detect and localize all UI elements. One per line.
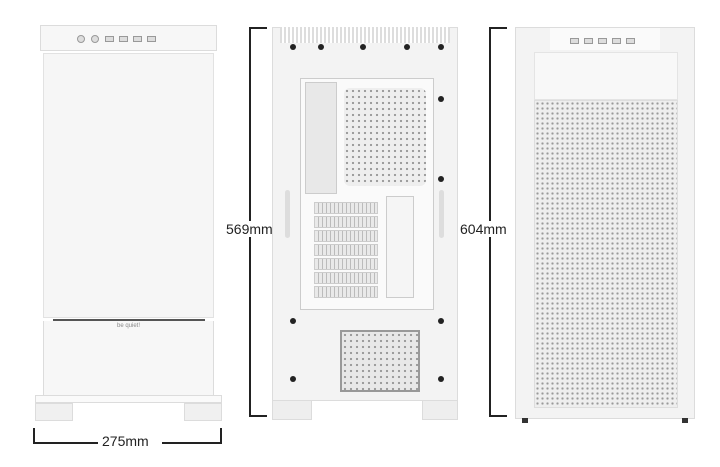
- right-foot: [422, 400, 458, 420]
- screw: [438, 44, 444, 50]
- screw: [438, 376, 444, 382]
- upper-front-panel: [534, 52, 678, 100]
- io-port: [133, 36, 142, 42]
- base: [35, 395, 222, 403]
- width-dimension-label: 275mm: [100, 433, 151, 449]
- expansion-slot: [314, 230, 378, 242]
- right-handle: [439, 190, 444, 238]
- io-port: [612, 38, 621, 44]
- right-foot: [184, 403, 222, 421]
- left-foot: [272, 400, 312, 420]
- brand-logo: be quiet!: [116, 323, 141, 329]
- total-height-dimension-label: 604mm: [458, 221, 509, 237]
- width-dimension-tick: [220, 428, 222, 444]
- expansion-slot: [314, 244, 378, 256]
- left-foot: [35, 403, 73, 421]
- drive-bracket: [386, 196, 414, 298]
- screw: [438, 318, 444, 324]
- dimension-tick: [489, 27, 507, 29]
- expansion-slot: [314, 216, 378, 228]
- io-port: [91, 35, 99, 43]
- cable-tray: [305, 82, 337, 194]
- screw: [438, 176, 444, 182]
- left-handle: [285, 190, 290, 238]
- panel-divider: [53, 319, 205, 321]
- io-port: [626, 38, 635, 44]
- expansion-slot: [314, 272, 378, 284]
- front-view-case: be quiet!: [35, 25, 222, 421]
- dimension-tick: [249, 415, 267, 417]
- screw: [438, 96, 444, 102]
- body-height-dimension-label: 569mm: [224, 221, 275, 237]
- screw: [290, 44, 296, 50]
- expansion-slot: [314, 202, 378, 214]
- fan-mesh: [344, 88, 426, 186]
- psu-shroud-opening: [340, 330, 420, 392]
- width-dimension-line-left: [33, 442, 98, 444]
- io-port: [105, 36, 114, 42]
- foot: [682, 418, 688, 423]
- io-port: [598, 38, 607, 44]
- width-dimension-line-right: [162, 442, 222, 444]
- lower-panel: [43, 321, 214, 396]
- top-io-panel: [40, 25, 217, 51]
- expansion-slot: [314, 286, 378, 298]
- foot: [522, 418, 528, 423]
- io-port: [147, 36, 156, 42]
- io-port: [77, 35, 85, 43]
- screw: [360, 44, 366, 50]
- io-port: [570, 38, 579, 44]
- front-panel: [43, 53, 214, 318]
- width-dimension-tick: [33, 428, 35, 444]
- dimension-tick: [489, 415, 507, 417]
- screw: [318, 44, 324, 50]
- top-vent: [280, 27, 450, 43]
- expansion-slot: [314, 258, 378, 270]
- io-port: [119, 36, 128, 42]
- dimension-tick: [249, 27, 267, 29]
- screw: [290, 318, 296, 324]
- screw: [290, 376, 296, 382]
- io-port: [584, 38, 593, 44]
- front-mesh: [534, 100, 678, 408]
- screw: [404, 44, 410, 50]
